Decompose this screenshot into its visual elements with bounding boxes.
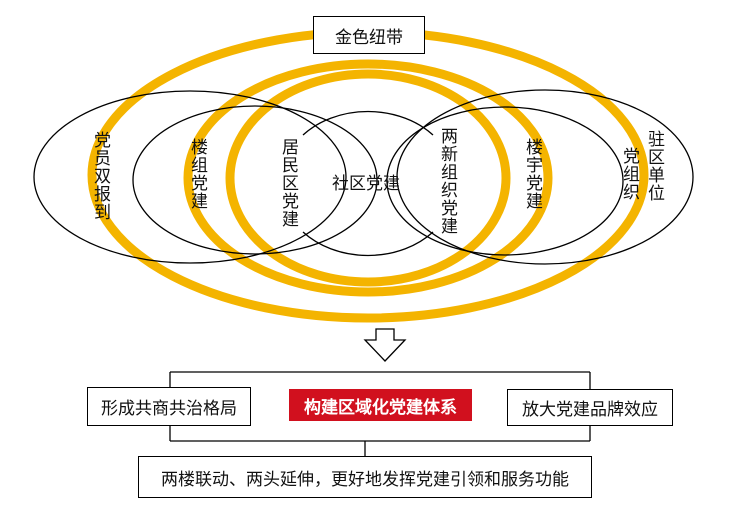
node-dual-report: 党员双报到 bbox=[90, 131, 110, 221]
ellipse-far-left bbox=[33, 90, 347, 264]
node-two-new-orgs: 两新组织党建 bbox=[437, 127, 457, 235]
gold-ring-middle bbox=[183, 59, 553, 297]
center-arc-bottom bbox=[302, 231, 434, 257]
bottom-summary: 两楼联动、两头延伸，更好地发挥党建引领和服务功能 bbox=[138, 456, 592, 498]
golden-bond-label: 金色纽带 bbox=[313, 16, 425, 54]
down-arrow-icon bbox=[363, 328, 407, 362]
node-resident-unit: 驻区单位 bbox=[644, 130, 664, 202]
outcome-core: 构建区域化党建体系 bbox=[289, 389, 472, 421]
gold-ring-inner bbox=[225, 69, 511, 287]
outcome-right: 放大党建品牌效应 bbox=[507, 389, 673, 426]
node-building-group: 楼组党建 bbox=[187, 138, 207, 210]
center-arc-top bbox=[302, 110, 434, 136]
center-label: 社区党建 bbox=[332, 174, 400, 194]
ellipse-left bbox=[132, 105, 378, 255]
ellipse-right bbox=[386, 106, 624, 256]
node-party-org: 党组织 bbox=[619, 147, 639, 201]
node-office-building: 楼宇党建 bbox=[522, 138, 542, 210]
outcome-left: 形成共商共治格局 bbox=[87, 387, 251, 426]
ellipse-far-right bbox=[396, 89, 694, 265]
node-residential: 居民区党建 bbox=[278, 138, 298, 228]
